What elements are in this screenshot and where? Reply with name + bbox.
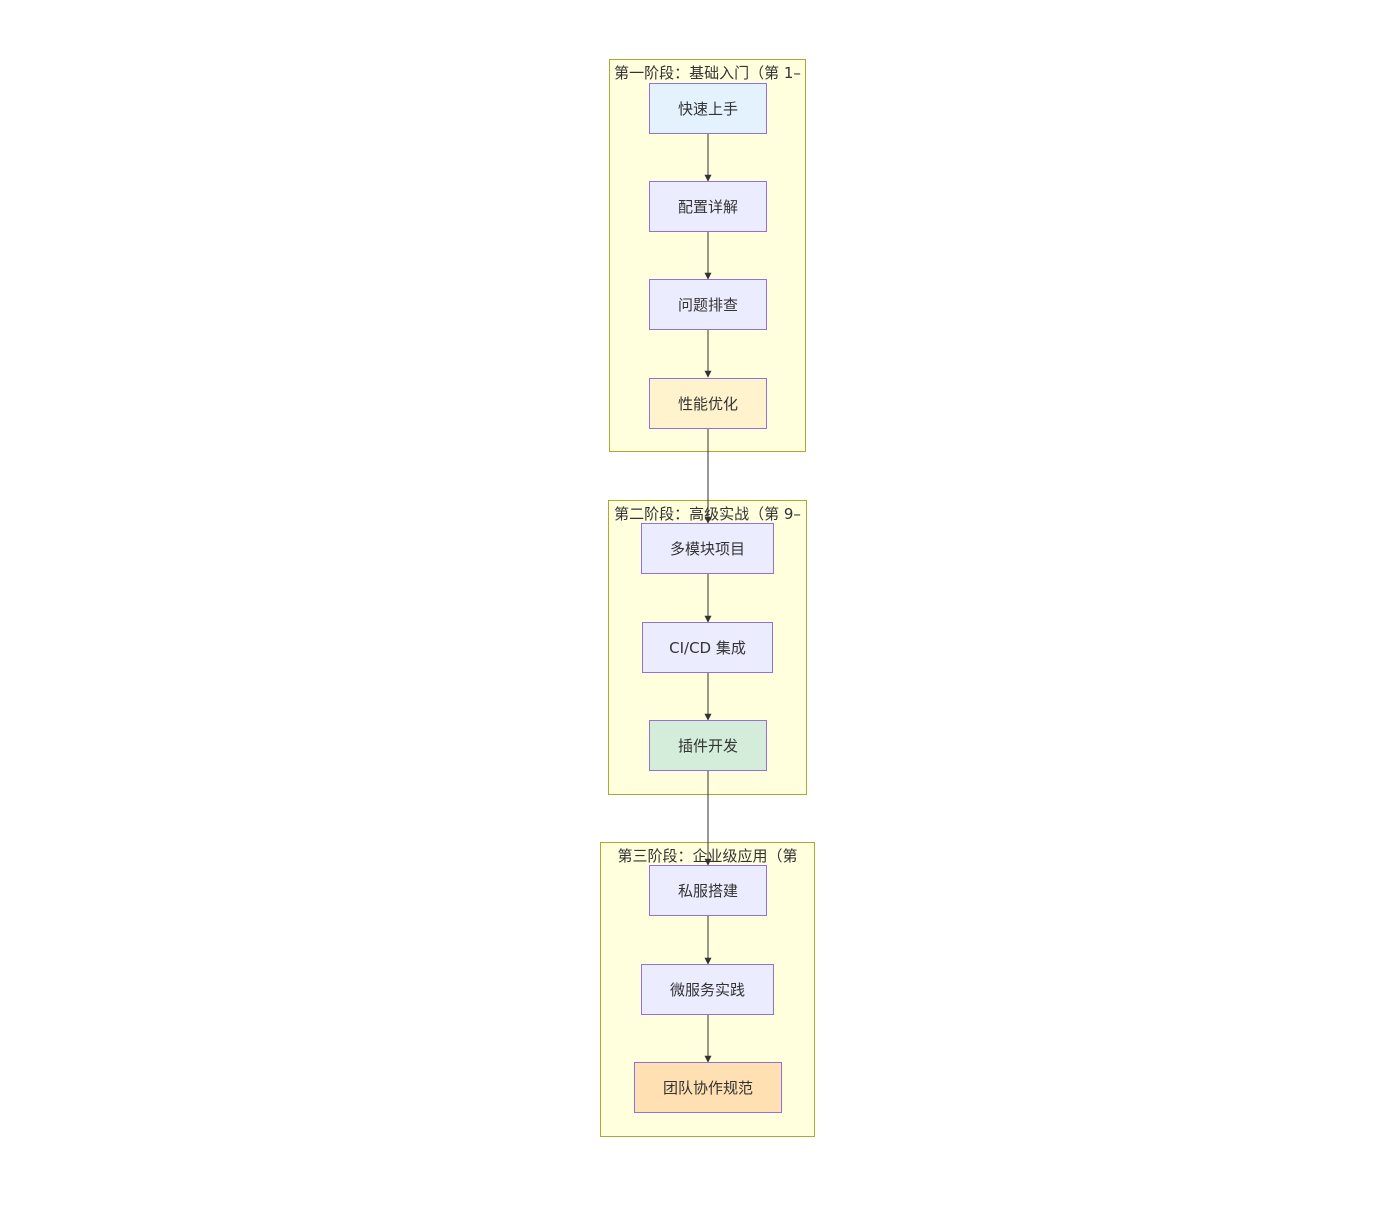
node-multi-module: 多模块项目 (641, 523, 774, 574)
phase-3-title: 第三阶段：企业级应用（第 (617, 847, 798, 865)
node-microservice: 微服务实践 (641, 964, 774, 1015)
node-team-standards: 团队协作规范 (634, 1062, 782, 1113)
node-private-repo: 私服搭建 (649, 865, 767, 916)
node-troubleshooting: 问题排查 (649, 279, 767, 330)
node-quick-start: 快速上手 (649, 83, 767, 134)
node-performance: 性能优化 (649, 378, 767, 429)
node-cicd: CI/CD 集成 (642, 622, 773, 673)
phase-2-title: 第二阶段：高级实战（第 9– (614, 505, 801, 523)
node-plugin-dev: 插件开发 (649, 720, 767, 771)
phase-1-title: 第一阶段：基础入门（第 1– (614, 64, 801, 82)
node-config-details: 配置详解 (649, 181, 767, 232)
